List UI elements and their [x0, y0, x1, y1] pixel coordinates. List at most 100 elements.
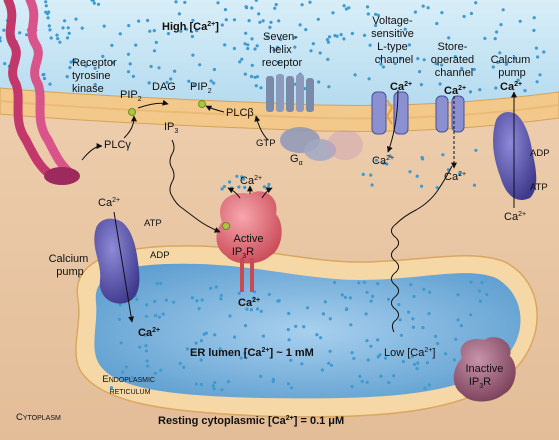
- calcium-ion-dot: [401, 359, 405, 364]
- calcium-ion-dot: [407, 43, 411, 47]
- calcium-ion-dot: [365, 339, 369, 343]
- calcium-ion-dot: [452, 358, 456, 362]
- calcium-ion-dot: [469, 280, 473, 284]
- calcium-ion-dot: [365, 290, 369, 294]
- calcium-ion-dot: [145, 303, 149, 307]
- calcium-ion-dot: [243, 185, 247, 190]
- calcium-ion-dot: [279, 37, 283, 42]
- calcium-ion-dot: [350, 384, 354, 389]
- calcium-ion-dot: [74, 17, 78, 21]
- calcium-ion-dot: [441, 153, 445, 157]
- calcium-ion-dot: [321, 312, 325, 316]
- calcium-ion-dot: [326, 40, 330, 44]
- calcium-ion-dot: [300, 362, 304, 366]
- calcium-ion-dot: [532, 28, 536, 32]
- calcium-ion-dot: [96, 2, 101, 6]
- calcium-ion-dot: [357, 281, 361, 285]
- calcium-ion-dot: [121, 370, 125, 374]
- calcium-ion-dot: [48, 28, 52, 32]
- calcium-ion-dot: [333, 280, 337, 284]
- calcium-ion-dot: [477, 289, 482, 293]
- calcium-ion-dot: [422, 58, 426, 62]
- calcium-ion-dot: [268, 25, 272, 29]
- calcium-ion-dot: [434, 62, 438, 66]
- calcium-ion-dot: [220, 388, 224, 392]
- calcium-ion-dot: [286, 328, 290, 332]
- calcium-ion-dot: [371, 294, 375, 298]
- calcium-ion-dot: [381, 161, 386, 165]
- calcium-ion-dot: [65, 75, 69, 79]
- calcium-ion-dot: [101, 54, 105, 59]
- calcium-pump-er: [94, 218, 140, 304]
- calcium-ion-dot: [374, 12, 378, 16]
- calcium-ion-dot: [538, 73, 542, 77]
- calcium-ion-dot: [154, 313, 158, 318]
- calcium-ion-dot: [293, 36, 297, 40]
- calcium-ion-dot: [366, 358, 370, 362]
- calcium-ion-dot: [252, 296, 256, 300]
- calcium-ion-dot: [474, 148, 478, 152]
- calcium-pump-plasma-membrane: [493, 112, 537, 200]
- calcium-ion-dot: [245, 307, 249, 311]
- calcium-ion-dot: [411, 325, 415, 329]
- calcium-ion-dot: [191, 53, 195, 57]
- calcium-ion-dot: [491, 65, 495, 69]
- calcium-ion-dot: [18, 31, 22, 35]
- calcium-ion-dot: [421, 4, 425, 8]
- calcium-ion-dot: [413, 10, 417, 14]
- calcium-ion-dot: [542, 50, 546, 54]
- calcium-ion-dot: [25, 33, 29, 37]
- calcium-ion-dot: [483, 36, 487, 41]
- arrow-low-ca-to-store: [390, 165, 453, 333]
- calcium-ion-dot: [245, 6, 249, 10]
- ca-label-pump-bottom: Ca2+: [504, 211, 526, 223]
- calcium-ion-dot: [478, 299, 482, 303]
- calcium-ion-dot: [80, 26, 84, 30]
- ip3-label: IP3: [164, 121, 178, 135]
- calcium-ion-dot: [376, 13, 380, 17]
- calcium-ion-dot: [194, 341, 198, 345]
- calcium-ion-dot: [418, 70, 422, 74]
- calcium-ion-dot: [468, 90, 473, 94]
- calcium-ion-dot: [361, 172, 365, 176]
- calcium-ion-dot: [501, 8, 505, 12]
- calcium-ion-dot: [447, 36, 451, 40]
- calcium-ion-dot: [46, 16, 50, 20]
- calcium-ion-dot: [311, 42, 315, 46]
- calcium-ion-dot: [199, 339, 203, 343]
- calcium-ion-dot: [298, 23, 302, 27]
- calcium-ion-dot: [504, 62, 508, 66]
- calcium-ion-dot: [453, 55, 457, 59]
- calcium-ion-dot: [259, 309, 263, 313]
- calcium-ion-dot: [360, 379, 364, 383]
- calcium-ion-dot: [300, 3, 304, 7]
- calcium-ion-dot: [534, 46, 539, 50]
- calcium-ion-dot: [152, 49, 157, 53]
- calcium-pump-left-label: Calcium pump: [49, 253, 92, 278]
- calcium-ion-dot: [131, 74, 135, 78]
- calcium-ion-dot: [344, 7, 348, 11]
- calcium-ion-dot: [358, 374, 362, 378]
- calcium-ion-dot: [512, 56, 517, 60]
- calcium-ion-dot: [232, 18, 237, 22]
- calcium-ion-dot: [182, 365, 186, 369]
- calcium-ion-dot: [222, 184, 226, 189]
- calcium-ion-dot: [267, 292, 271, 296]
- calcium-ion-dot: [419, 83, 423, 87]
- calcium-ion-dot: [277, 19, 281, 23]
- calcium-ion-dot: [323, 300, 327, 304]
- calcium-ion-dot: [93, 82, 97, 87]
- calcium-ion-dot: [327, 361, 331, 365]
- calcium-ion-dot: [93, 66, 97, 70]
- calcium-ion-dot: [224, 18, 228, 22]
- arrow-rtk-to-plcgamma: [81, 143, 103, 161]
- calcium-ion-dot: [369, 173, 373, 177]
- calcium-ion-dot: [61, 26, 65, 30]
- calcium-ion-dot: [456, 293, 460, 297]
- calcium-ion-dot: [320, 368, 324, 372]
- calcium-ion-dot: [420, 184, 424, 188]
- calcium-ion-dot: [255, 307, 260, 311]
- calcium-ion-dot: [253, 47, 257, 51]
- calcium-ion-dot: [425, 361, 429, 365]
- calcium-ion-dot: [232, 46, 236, 51]
